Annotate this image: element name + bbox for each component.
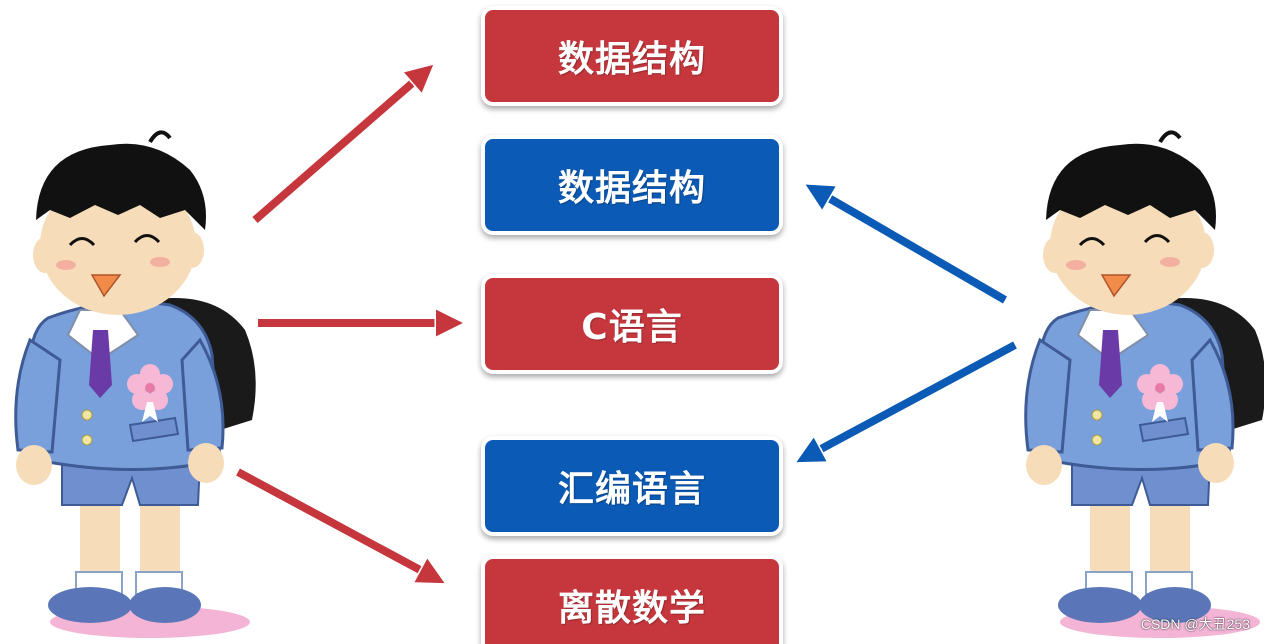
box-data-structure-blue: 数据结构 [481,135,783,235]
arrow-right-to-data-structure-blue [815,190,1005,300]
box-assembly-language: 汇编语言 [481,436,783,536]
box-discrete-math: 离散数学 [481,555,783,644]
box-c-language: C语言 [481,274,783,374]
arrow-left-to-discrete-math [238,472,435,578]
box-data-structure-red: 数据结构 [481,6,783,106]
watermark-text: CSDN @大丑253 [1141,614,1250,634]
arrow-right-to-assembly [806,345,1015,457]
arrow-left-to-data-structure-red [255,72,425,220]
